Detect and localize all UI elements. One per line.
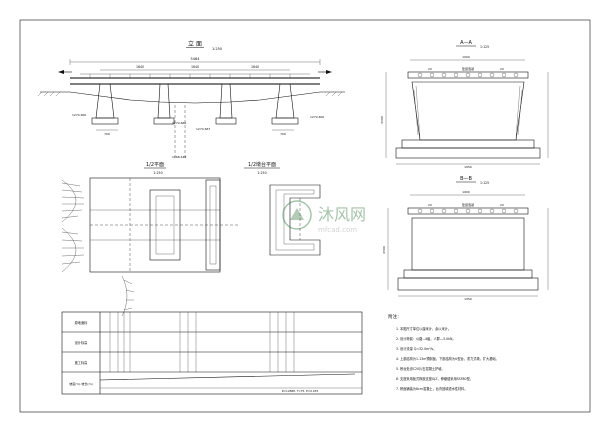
table-row-label-3: 坡度(%) 坡长(m)	[69, 381, 92, 386]
half-plan-view: 1/2平面 1:250	[61, 162, 240, 317]
note-item-5: 5. 桥台处设C20片石混凝土护坡。	[396, 366, 445, 371]
profile-table: 原地面标 设计标高 施工标高 坡度(%) 坡长(m) R=12888, T=75…	[61, 311, 363, 395]
aa-height: 4500	[380, 116, 384, 124]
note-item-7: 7. 桥面铺装为8cm混凝土，台背回填透水性材料。	[396, 386, 468, 391]
section-bb-title: B—B	[460, 176, 472, 182]
aa-top-width: 1000	[462, 55, 470, 59]
bb-bottom-width: 1050	[464, 297, 472, 301]
note-item-2: 2. 设计荷载：公路—Ⅱ级，人群—3.0kN。	[396, 336, 456, 341]
note-item-4: 4. 上部结构为1-13m预制板，下部结构为U型台，重力式墩，扩大基础。	[396, 356, 499, 361]
watermark-site: mfcad.com	[318, 226, 357, 234]
aa-side-dim-left: 2X	[428, 67, 432, 71]
foot-dim-right: 700	[280, 132, 286, 136]
elev-mark-2: 1274.660	[172, 121, 186, 125]
section-bb-view: B—B 1:125 1000 2X 2X 垫层混凝 1050 4500	[382, 176, 549, 301]
elevation-scale: 1:250	[212, 47, 222, 51]
note-item-3: 3. 设计流量 Q=32.0m³/s。	[396, 346, 436, 351]
dim-span-left: 1640	[136, 65, 144, 69]
half-cap-plan-view: 1/2墩台平面 1:250	[244, 161, 321, 256]
watermark-brand: 沐风网	[318, 205, 366, 224]
elev-mark-4: 1268.448	[172, 155, 186, 159]
dim-total: 5464	[191, 57, 201, 61]
half-plan-scale: 1:250	[153, 171, 162, 175]
bb-layer-label: 垫层混凝	[462, 202, 474, 207]
elevation-title: 立 面	[188, 40, 202, 48]
bb-top-width: 1000	[462, 190, 470, 194]
table-row-label-2: 施工标高	[75, 360, 88, 365]
aa-bottom-width: 1050	[464, 165, 472, 169]
elev-mark-3: 1274.667	[196, 127, 210, 131]
half-cap-title: 1/2墩台平面	[248, 161, 276, 168]
bb-side-dim-left: 2X	[428, 203, 432, 207]
section-aa-title: A—A	[460, 40, 472, 46]
notes-title: 附注：	[388, 313, 402, 320]
watermark-logo-icon	[282, 200, 312, 230]
bb-height: 4500	[382, 246, 386, 254]
note-item-1: 1. 本图尺寸单位以厘米计，余以米计。	[396, 326, 451, 331]
table-curve-note: R=12888, T=75, E=0.035	[282, 389, 319, 393]
note-item-6: 6. 支座采用板式橡胶支座GJZ，伸缩缝采用SSF80型。	[396, 376, 473, 381]
elev-mark-5: 1274.600	[310, 115, 324, 119]
watermark: 沐风网 mfcad.com	[282, 200, 366, 234]
aa-layer-label: 垫层混凝	[462, 66, 474, 71]
dim-span-mid: 1640	[191, 65, 199, 69]
elevation-view: 立 面 1:250 5464 1640 1640 1640	[37, 40, 345, 160]
sheet-border	[19, 19, 591, 413]
section-aa-scale: 1:125	[480, 45, 489, 49]
bb-side-dim-right: 2X	[500, 203, 504, 207]
table-row-label-0: 原地面标	[75, 320, 89, 325]
half-plan-title: 1/2平面	[146, 162, 164, 168]
half-cap-scale: 1:250	[257, 171, 266, 175]
table-row-label-1: 设计标高	[75, 340, 88, 345]
section-bb-scale: 1:125	[480, 181, 489, 185]
aa-side-dim-right: 2X	[500, 67, 504, 71]
section-aa-view: A—A 1:125 1000 2X 2X 垫层混凝 1050 4500	[380, 40, 549, 169]
foot-dim-left: 700	[104, 132, 110, 136]
elev-mark-1: 1274.600	[72, 113, 86, 117]
dim-span-right: 1640	[251, 65, 259, 69]
notes-block: 附注： 1. 本图尺寸单位以厘米计，余以米计。 2. 设计荷载：公路—Ⅱ级，人群…	[388, 313, 499, 391]
